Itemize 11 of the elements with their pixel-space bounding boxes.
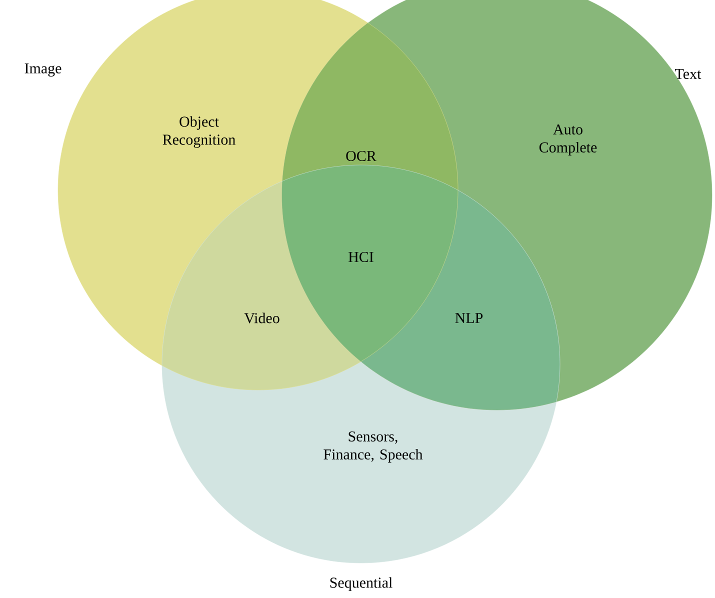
set-label: Image (24, 63, 62, 77)
region-label: Object Recognition (162, 116, 236, 148)
region-label: Auto Complete (539, 124, 597, 156)
set-label: Sequential (330, 577, 392, 591)
region-label: NLP (455, 313, 483, 323)
region-label: HCI (348, 252, 374, 262)
venn-circle (162, 164, 560, 564)
set-label: Text (675, 69, 702, 79)
region-label: OCR (346, 150, 376, 162)
region-label: Sensors, Finance, Speech (324, 431, 423, 463)
region-label: Video (244, 312, 280, 324)
